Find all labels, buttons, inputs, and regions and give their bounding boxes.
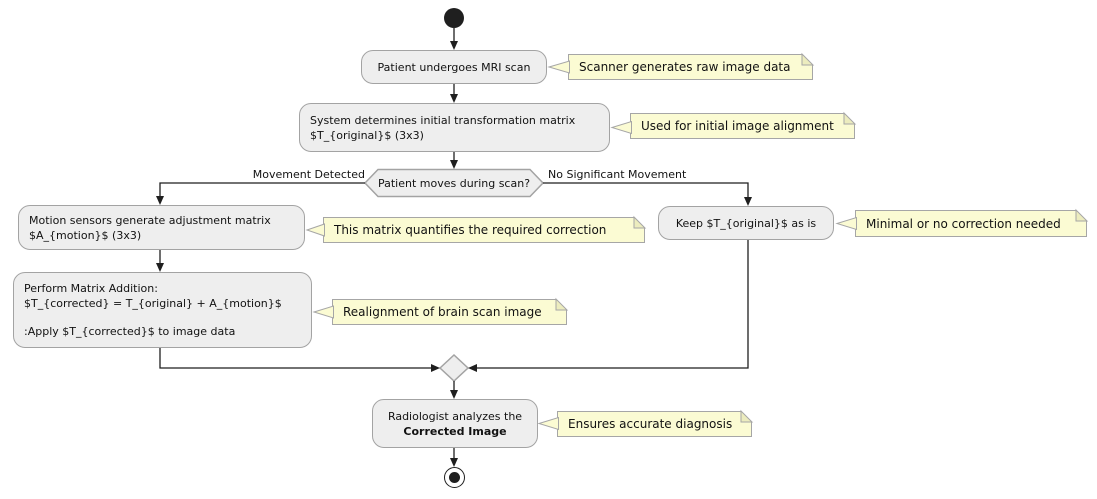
activity-label-line2: $A_{motion}$ (3x3) bbox=[29, 228, 142, 242]
activity-label-line1: Perform Matrix Addition: bbox=[24, 282, 158, 295]
arrowhead bbox=[431, 364, 440, 372]
activity-label-line1: System determines initial transformation… bbox=[310, 113, 576, 127]
note-text: Realignment of brain scan image bbox=[343, 305, 542, 319]
edge-keep-to-merge bbox=[477, 240, 749, 369]
note-quantifies-correction: This matrix quantifies the required corr… bbox=[323, 217, 645, 243]
start-node bbox=[444, 8, 464, 28]
activity-keep-original: Keep $T_{original}$ as is bbox=[658, 206, 834, 240]
arrowhead bbox=[744, 197, 752, 206]
note-realignment: Realignment of brain scan image bbox=[332, 299, 567, 325]
note-connector bbox=[537, 416, 559, 431]
note-text: Used for initial image alignment bbox=[641, 119, 834, 133]
note-connector bbox=[312, 305, 334, 319]
edge-decision-to-motion-sensors bbox=[159, 182, 365, 197]
arrowhead bbox=[450, 41, 458, 50]
note-fold bbox=[843, 111, 857, 125]
note-minimal-correction: Minimal or no correction needed bbox=[855, 210, 1087, 237]
note-text: This matrix quantifies the required corr… bbox=[334, 223, 607, 237]
activity-label-line3: :Apply $T_{corrected}$ to image data bbox=[24, 325, 236, 338]
activity-patient-mri-scan: Patient undergoes MRI scan bbox=[361, 50, 547, 84]
note-text: Ensures accurate diagnosis bbox=[568, 417, 733, 431]
note-connector bbox=[547, 60, 570, 74]
arrowhead bbox=[450, 160, 458, 169]
branch-label-movement-detected: Movement Detected bbox=[252, 168, 365, 181]
end-node bbox=[444, 467, 465, 488]
end-node-inner bbox=[449, 472, 460, 483]
note-connector bbox=[835, 216, 857, 231]
activity-label-line1: Radiologist analyzes the bbox=[387, 409, 523, 423]
activity-label-line2: Corrected Image bbox=[403, 424, 507, 438]
note-fold bbox=[633, 215, 647, 229]
note-text: Minimal or no correction needed bbox=[866, 216, 1061, 231]
edge-decision-to-keep bbox=[543, 182, 749, 198]
note-connector bbox=[305, 223, 325, 237]
arrowhead bbox=[450, 94, 458, 103]
note-connector bbox=[610, 120, 632, 135]
activity-radiologist-analysis: Radiologist analyzes the Corrected Image bbox=[372, 399, 538, 448]
activity-label: Patient undergoes MRI scan bbox=[377, 60, 531, 74]
note-fold bbox=[801, 52, 815, 66]
note-fold bbox=[740, 409, 754, 423]
arrowhead bbox=[156, 196, 164, 205]
arrowhead bbox=[450, 390, 458, 399]
activity-matrix-addition: Perform Matrix Addition: $T_{corrected} … bbox=[13, 272, 312, 348]
note-text: Scanner generates raw image data bbox=[579, 60, 791, 74]
activity-label-line2: $T_{corrected} = T_{original} + A_{motio… bbox=[24, 297, 282, 310]
activity-initial-transform-matrix: System determines initial transformation… bbox=[299, 103, 610, 152]
activity-label-line1: Motion sensors generate adjustment matri… bbox=[29, 213, 271, 227]
arrowhead bbox=[156, 263, 164, 272]
note-scanner-raw-data: Scanner generates raw image data bbox=[568, 54, 813, 80]
activity-label-line2: $T_{original}$ (3x3) bbox=[310, 128, 424, 142]
note-fold bbox=[1075, 208, 1089, 222]
arrowhead bbox=[450, 458, 458, 467]
branch-label-no-significant-movement: No Significant Movement bbox=[548, 168, 687, 181]
edge-addition-to-merge bbox=[159, 348, 431, 369]
note-initial-alignment: Used for initial image alignment bbox=[630, 113, 855, 139]
note-fold bbox=[555, 297, 569, 311]
activity-motion-sensors: Motion sensors generate adjustment matri… bbox=[18, 205, 305, 250]
note-accurate-diagnosis: Ensures accurate diagnosis bbox=[557, 411, 752, 437]
arrowhead bbox=[468, 364, 477, 372]
activity-label: Keep $T_{original}$ as is bbox=[675, 216, 817, 230]
decision-patient-moves-label: Patient moves during scan? bbox=[377, 176, 531, 190]
